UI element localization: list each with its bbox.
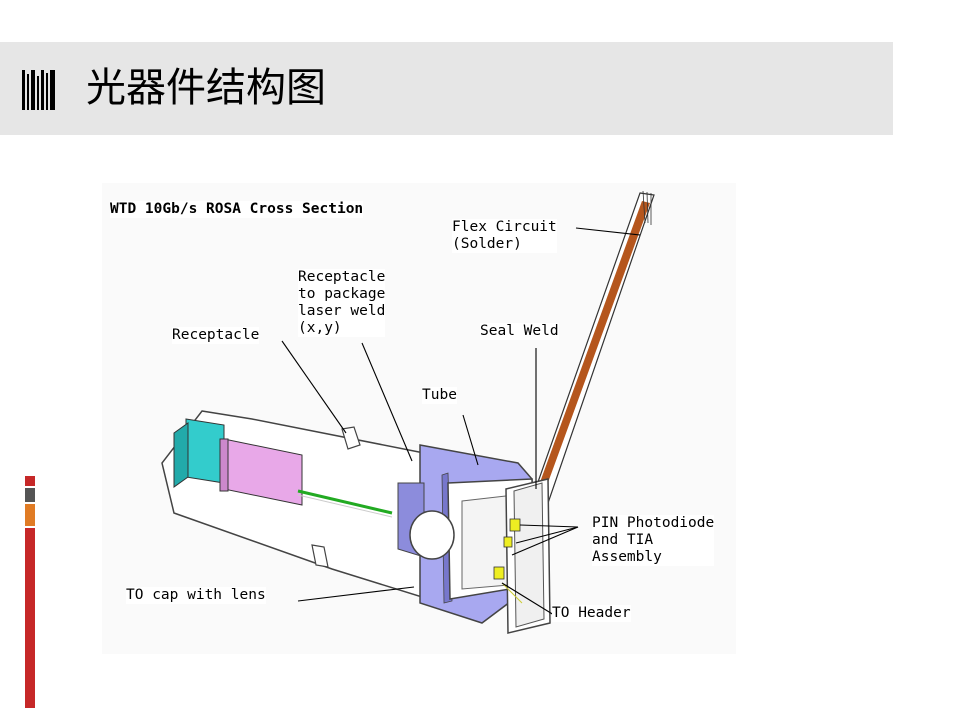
label-receptacle-weld: Receptacle to package laser weld (x,y) [298, 269, 386, 337]
rosa-cross-section-drawing [102, 183, 736, 654]
rosa-diagram: WTD 10Gb/s ROSA Cross Section Flex Circu… [102, 183, 736, 654]
label-receptacle: Receptacle [172, 327, 260, 344]
side-accent-bar [25, 476, 35, 708]
flex-circuit-strip [531, 190, 655, 504]
receptacle-body [161, 410, 425, 599]
to-cap-and-header [409, 478, 551, 634]
label-to-header: TO Header [552, 605, 631, 622]
label-tube: Tube [422, 387, 457, 404]
title-band [0, 42, 893, 135]
barcode-icon [22, 70, 55, 110]
label-pin-photodiode: PIN Photodiode and TIA Assembly [592, 515, 715, 566]
label-flex-circuit: Flex Circuit (Solder) [452, 219, 557, 253]
leader-lines [281, 227, 641, 616]
label-seal-weld: Seal Weld [480, 323, 559, 340]
page-title: 光器件结构图 [86, 65, 326, 111]
diagram-title: WTD 10Gb/s ROSA Cross Section [110, 201, 364, 218]
label-to-cap: TO cap with lens [126, 587, 266, 604]
